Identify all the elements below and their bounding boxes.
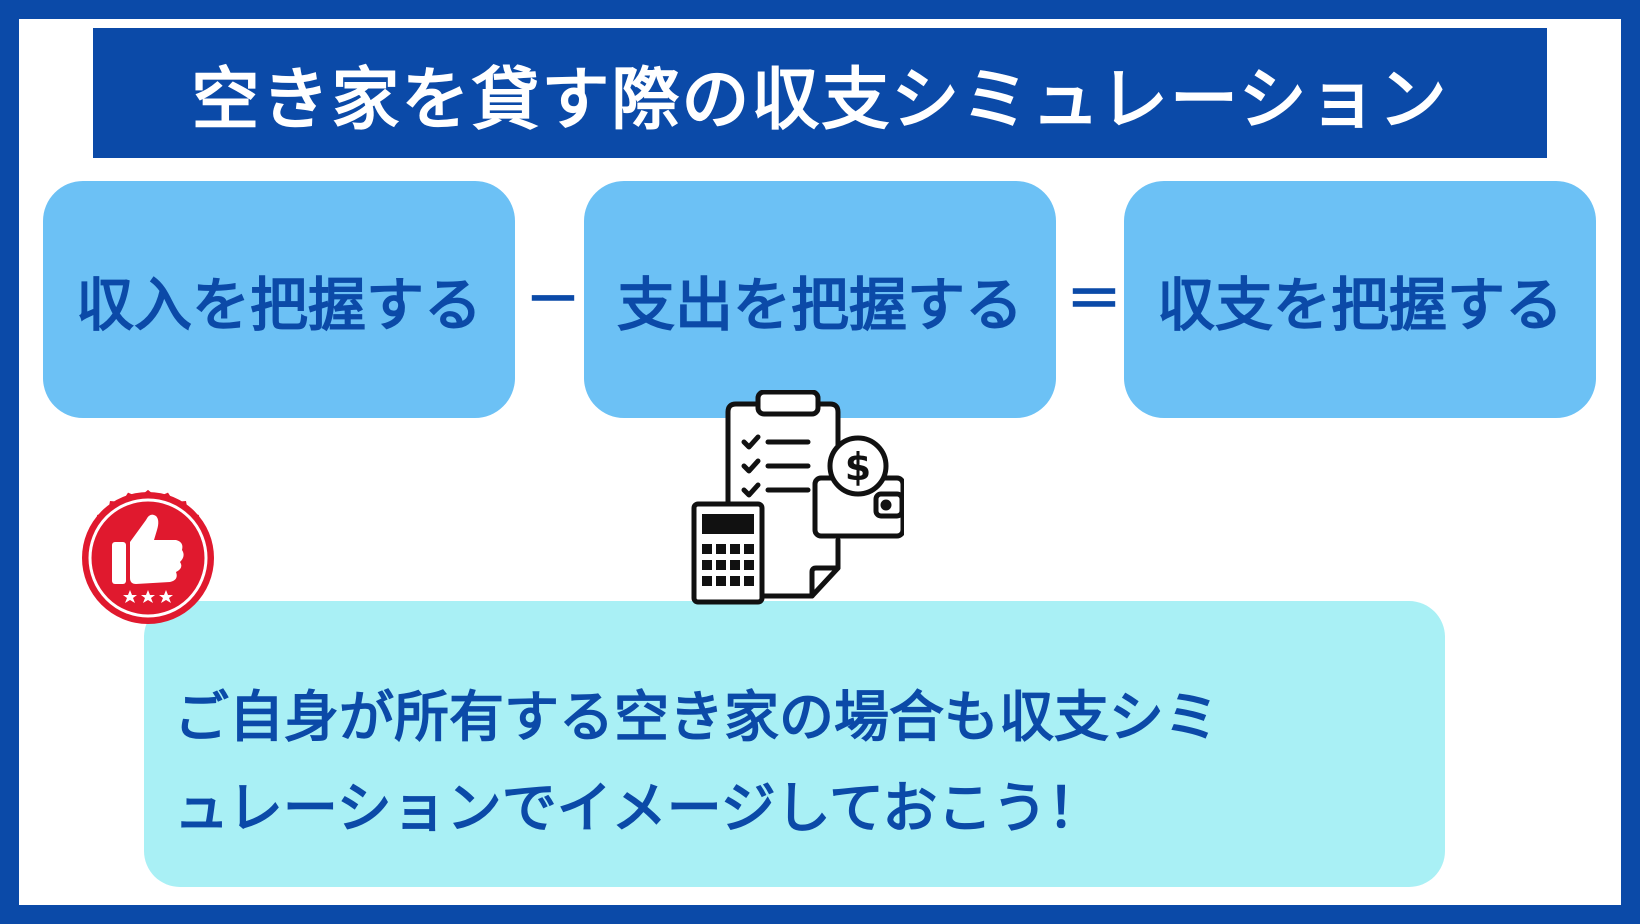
note-line-2: ュレーションでイメージしておこう！ xyxy=(174,776,1103,840)
minus-operator: － xyxy=(525,267,581,333)
expense-box: 支出を把握する xyxy=(584,181,1056,418)
note-line-1: ご自身が所有する空き家の場合も収支シミ xyxy=(174,685,1220,749)
balance-label: 収支を把握する xyxy=(1156,270,1563,339)
title-banner: 空き家を貸す際の収支シミュレーション xyxy=(93,28,1547,158)
expense-label: 支出を把握する xyxy=(616,270,1023,339)
note-box xyxy=(144,601,1445,887)
thumbs-up-badge-icon xyxy=(66,476,230,640)
equals-operator: ＝ xyxy=(1066,267,1122,333)
income-box: 収入を把握する xyxy=(43,181,515,418)
balance-box: 収支を把握する xyxy=(1124,181,1596,418)
clipboard-calculator-dollar-icon: $ xyxy=(688,389,906,605)
page-title: 空き家を貸す際の収支シミュレーション xyxy=(191,60,1449,140)
svg-text:$: $ xyxy=(845,445,871,489)
income-label: 収入を把握する xyxy=(75,270,482,339)
